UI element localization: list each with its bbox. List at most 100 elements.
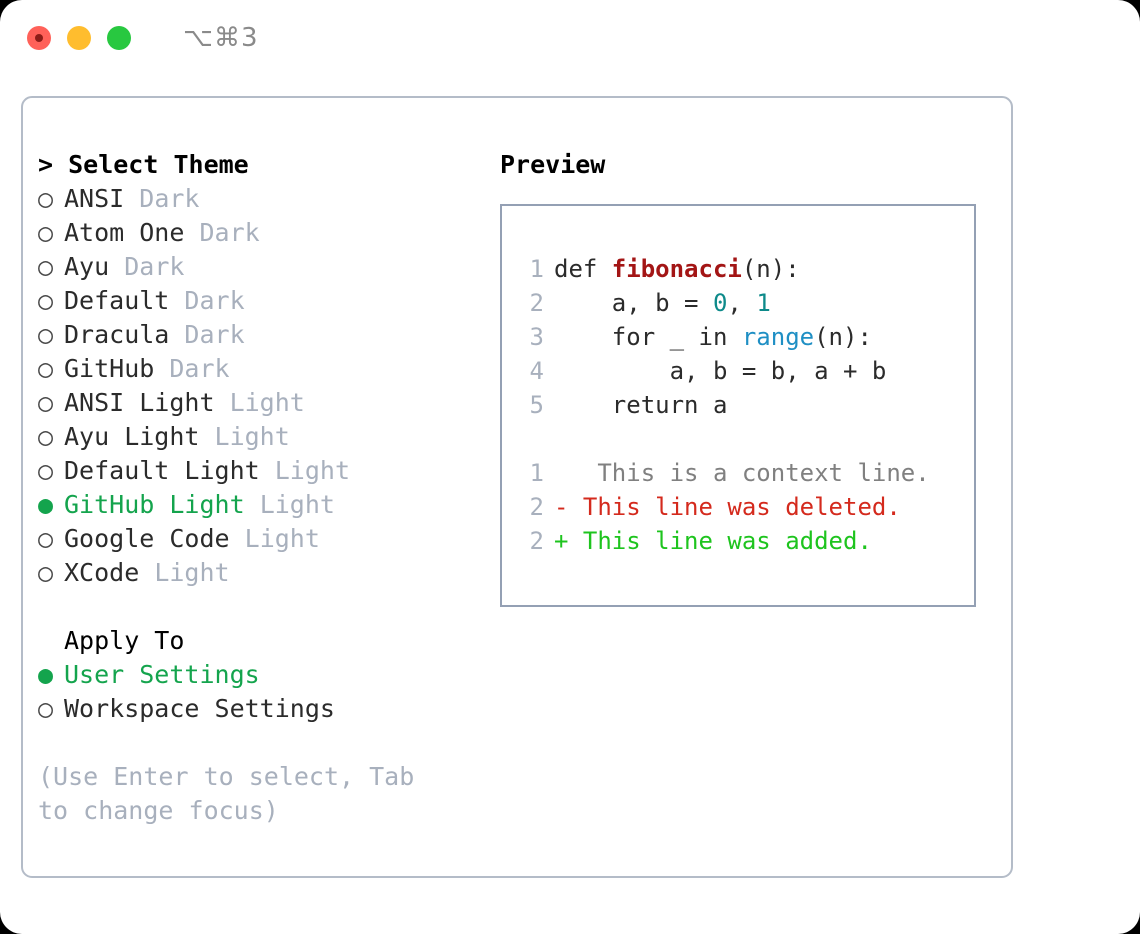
theme-option-variant: Dark — [124, 252, 185, 281]
diff-sign: - — [554, 493, 569, 521]
diff-text: This line was deleted. — [568, 493, 901, 521]
apply-to-option-label: User Settings — [64, 660, 260, 689]
theme-selector-column: > Select Theme ○ANSI Dark○Atom One Dark○… — [38, 148, 488, 828]
theme-option-variant: Light — [244, 524, 320, 553]
theme-option-label: Default Light — [64, 456, 260, 485]
line-number: 1 — [529, 459, 544, 487]
line-number: 4 — [529, 357, 544, 385]
theme-option-google-code[interactable]: ○ Google Code Light — [38, 522, 488, 556]
minimize-button[interactable] — [67, 26, 91, 50]
theme-list[interactable]: ○ANSI Dark○Atom One Dark○Ayu Dark○Defaul… — [38, 182, 488, 590]
theme-option-dracula[interactable]: ○Dracula Dark — [38, 318, 488, 352]
theme-option-label: ANSI Light — [64, 388, 215, 417]
diff-line-del: 2- This line was deleted. — [522, 490, 974, 524]
code-line: 3 for _ in range(n): — [522, 320, 974, 354]
radio-unselected-icon: ○ — [38, 354, 54, 383]
theme-option-variant: Light — [274, 456, 350, 485]
radio-unselected-icon: ○ — [38, 558, 54, 587]
theme-option-variant: Light — [214, 422, 290, 451]
line-number: 5 — [529, 391, 544, 419]
theme-option-variant: Dark — [169, 354, 230, 383]
line-number: 2 — [529, 493, 544, 521]
theme-option-github-light[interactable]: ● GitHub Light Light — [38, 488, 488, 522]
theme-option-ayu-light[interactable]: ○ Ayu Light Light — [38, 420, 488, 454]
line-number: 2 — [529, 289, 544, 317]
theme-option-ansi-light[interactable]: ○ ANSI Light Light — [38, 386, 488, 420]
code-token-plain: for _ in — [554, 323, 742, 351]
radio-unselected-icon: ○ — [38, 524, 54, 553]
theme-option-default-light[interactable]: ○ Default Light Light — [38, 454, 488, 488]
main-panel: > Select Theme ○ANSI Dark○Atom One Dark○… — [21, 96, 1013, 878]
code-token-num: 1 — [756, 289, 771, 317]
code-line: 4 a, b = b, a + b — [522, 354, 974, 388]
code-line: 1 def fibonacci(n): — [522, 252, 974, 286]
code-token-plain: a, b = b, a + b — [554, 357, 887, 385]
keyboard-shortcut-label: ⌥⌘3 — [183, 23, 259, 53]
code-token-plain: return a — [554, 391, 728, 419]
theme-option-xcode[interactable]: ○XCode Light — [38, 556, 488, 590]
theme-option-variant: Dark — [139, 184, 200, 213]
theme-option-atom-one[interactable]: ○Atom One Dark — [38, 216, 488, 250]
diff-sample: 1 This is a context line.2- This line wa… — [522, 456, 974, 558]
radio-unselected-icon: ○ — [38, 286, 54, 315]
window-controls — [27, 26, 131, 50]
theme-option-label: Google Code — [64, 524, 230, 553]
list-spacer — [38, 590, 488, 624]
code-token-plain: (n): — [741, 255, 800, 283]
theme-option-label: Dracula — [64, 320, 170, 349]
theme-option-github[interactable]: ○GitHub Dark — [38, 352, 488, 386]
theme-option-variant: Light — [154, 558, 230, 587]
line-number: 2 — [529, 527, 544, 555]
apply-to-list[interactable]: ● User Settings ○ Workspace Settings — [38, 658, 488, 726]
apply-to-option-user-settings[interactable]: ● User Settings — [38, 658, 488, 692]
code-token-plain: , — [727, 289, 757, 317]
maximize-button[interactable] — [107, 26, 131, 50]
radio-selected-icon: ● — [38, 490, 54, 519]
select-theme-header: > Select Theme — [38, 150, 249, 179]
radio-selected-icon: ● — [38, 660, 54, 689]
diff-line-ctx: 1 This is a context line. — [522, 456, 974, 490]
theme-option-label: Default — [64, 286, 170, 315]
code-line: 2 a, b = 0, 1 — [522, 286, 974, 320]
theme-option-variant: Light — [229, 388, 305, 417]
theme-option-variant: Light — [259, 490, 335, 519]
diff-sign: + — [554, 527, 569, 555]
code-token-num: 0 — [712, 289, 728, 317]
theme-option-default[interactable]: ○ Default Dark — [38, 284, 488, 318]
radio-unselected-icon: ○ — [38, 422, 54, 451]
diff-text: This line was added. — [568, 527, 872, 555]
theme-option-variant: Dark — [184, 286, 245, 315]
close-button[interactable] — [27, 26, 51, 50]
theme-option-label: GitHub Light — [64, 490, 245, 519]
code-token-call: range — [741, 323, 815, 351]
code-token-plain: def — [554, 255, 612, 283]
apply-to-option-label: Workspace Settings — [64, 694, 335, 723]
apply-to-option-workspace-settings[interactable]: ○ Workspace Settings — [38, 692, 488, 726]
radio-unselected-icon: ○ — [38, 456, 54, 485]
apply-to-label: Apply To — [64, 626, 185, 655]
hint-spacer — [38, 726, 488, 760]
theme-option-label: Ayu Light — [64, 422, 200, 451]
theme-option-label: Ayu — [64, 252, 110, 281]
theme-option-ayu[interactable]: ○ Ayu Dark — [38, 250, 488, 284]
radio-unselected-icon: ○ — [38, 320, 54, 349]
diff-sign — [554, 459, 568, 487]
radio-unselected-icon: ○ — [38, 694, 54, 723]
title-bar: ⌥⌘3 — [0, 0, 1140, 76]
code-line: 5 return a — [522, 388, 974, 422]
diff-line-add: 2 + This line was added. — [522, 524, 974, 558]
line-number: 1 — [529, 255, 544, 283]
code-diff-spacer — [522, 422, 974, 456]
theme-option-label: Atom One — [64, 218, 185, 247]
radio-unselected-icon: ○ — [38, 184, 54, 213]
radio-unselected-icon: ○ — [38, 252, 54, 281]
radio-unselected-icon: ○ — [38, 218, 54, 247]
preview-title: Preview — [500, 150, 606, 179]
theme-option-ansi[interactable]: ○ANSI Dark — [38, 182, 488, 216]
radio-unselected-icon: ○ — [38, 388, 54, 417]
code-token-fn: fibonacci — [611, 255, 742, 283]
